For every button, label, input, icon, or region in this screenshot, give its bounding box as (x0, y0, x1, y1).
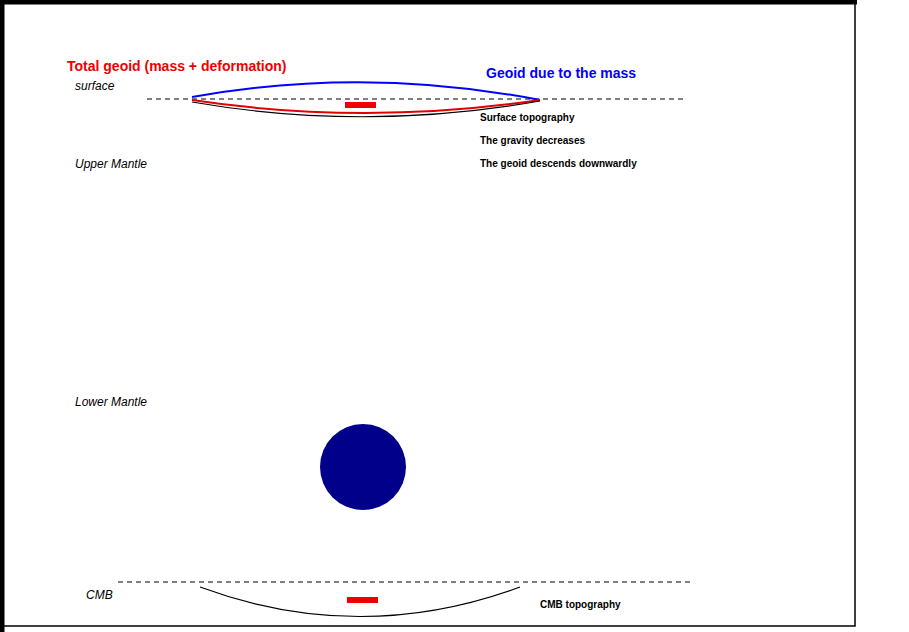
note: Surface topography (480, 112, 574, 124)
total-geoid-curve (192, 100, 540, 113)
note: The geoid descends downwardly (480, 158, 637, 170)
frame-edge (0, 0, 5, 632)
mass-geoid-curve (192, 82, 540, 100)
cmb-line (118, 582, 690, 583)
note: The gravity decreases (480, 135, 585, 147)
cmb-topography-curve (200, 587, 520, 617)
layer-name: surface (75, 79, 114, 93)
topography-marker (345, 102, 376, 108)
layer-name: Upper Mantle (75, 157, 147, 171)
curve-label: Geoid due to the mass (486, 65, 636, 82)
note: CMB topography (540, 599, 621, 611)
title: Total geoid (mass + deformation) (67, 58, 287, 75)
layer-name: CMB (86, 588, 113, 602)
cmb-marker (347, 597, 378, 603)
mass-anomaly (320, 424, 406, 510)
frame-edge (0, 0, 857, 5)
surface-line (147, 99, 685, 100)
frame (2, 2, 855, 626)
layer-name: Lower Mantle (75, 395, 147, 409)
